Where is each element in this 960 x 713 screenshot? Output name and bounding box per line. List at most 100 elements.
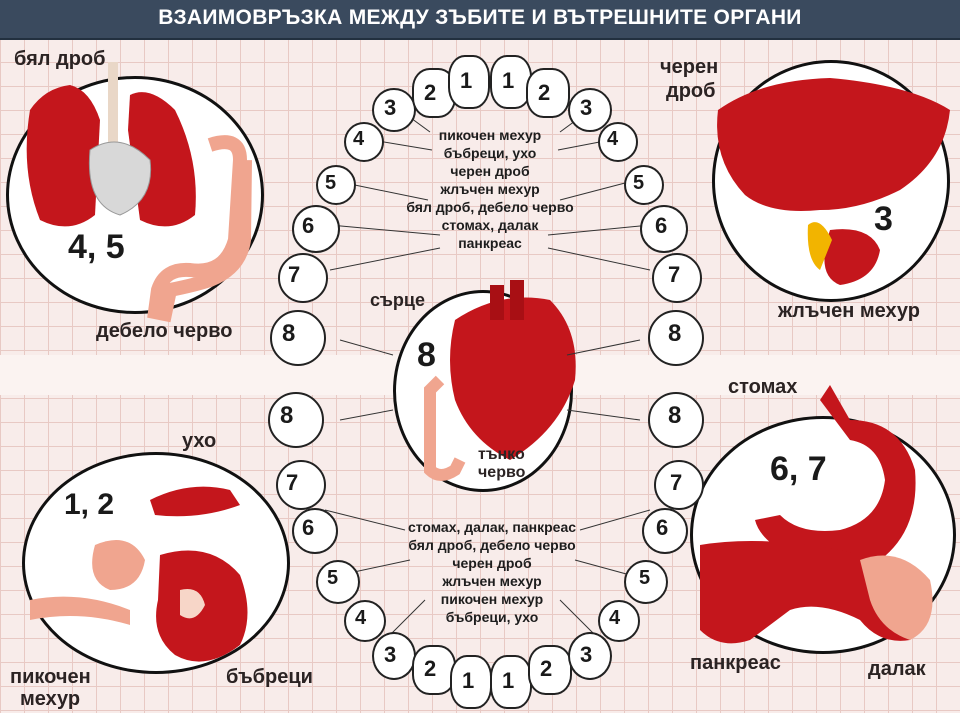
tooth-lower-right-6-num: 6	[656, 515, 669, 540]
tooth-upper-1-right-num: 1	[502, 68, 515, 93]
tooth-upper-right-7-num: 7	[668, 262, 681, 287]
bladder-label-line2: мехур	[20, 688, 81, 710]
tooth-upper-1-left-num: 1	[460, 68, 473, 93]
tooth-upper-2-right	[526, 68, 570, 118]
lung-numbers: 4, 5	[68, 228, 125, 266]
stomach-label: стомах	[728, 376, 798, 398]
stomach-numbers: 6, 7	[770, 450, 827, 488]
lower-list-item: бял дроб, дебело черво	[408, 537, 576, 553]
liver-illustration	[717, 78, 950, 285]
tooth-upper-1-right	[490, 55, 532, 109]
tooth-upper-1-left	[448, 55, 490, 109]
tooth-upper-left-6-num: 6	[302, 213, 315, 238]
liver-numbers: 3	[874, 200, 893, 238]
tooth-lower-left-6	[292, 508, 338, 554]
upper-list-item: черен дроб	[450, 163, 530, 179]
tooth-lower-left-8	[268, 392, 324, 448]
page-title: ВЗАИМОВРЪЗКА МЕЖДУ ЗЪБИТЕ И ВЪТРЕШНИТЕ О…	[158, 6, 802, 29]
heart-label: сърце	[370, 290, 425, 310]
upper-list-item: бял дроб, дебело черво	[406, 199, 574, 215]
pancreas-label: панкреас	[690, 652, 781, 674]
tooth-upper-left-5-num: 5	[325, 172, 337, 194]
small-intestine-label-line1: тънко	[478, 446, 525, 463]
tooth-upper-left-4-num: 4	[353, 128, 365, 150]
tooth-lower-right-6	[642, 508, 688, 554]
lung-illustration	[26, 62, 252, 323]
tooth-upper-2-right-num: 2	[538, 80, 551, 105]
tooth-lower-right-3	[568, 632, 612, 680]
lower-list-item: стомах, далак, панкреас	[407, 519, 577, 535]
tooth-upper-right-4	[598, 122, 638, 162]
tooth-lower-left-4	[344, 600, 386, 642]
colon-label: дебело черво	[96, 320, 233, 342]
tooth-lower-right-7-num: 7	[670, 470, 683, 495]
tooth-upper-right-5	[624, 165, 664, 205]
tooth-upper-right-6-num: 6	[655, 213, 668, 238]
small-intestine-label-line2: черво	[478, 464, 526, 481]
tooth-lower-left-7	[276, 460, 326, 510]
tooth-upper-left-6	[292, 205, 340, 253]
lung-label: бял дроб	[14, 48, 106, 70]
tooth-lower-right-8-num: 8	[668, 402, 682, 429]
tooth-upper-right-5-num: 5	[633, 172, 645, 194]
tooth-upper-left-7	[278, 253, 328, 303]
liver-label-line2: дроб	[666, 80, 716, 102]
tooth-lower-left-4-num: 4	[355, 607, 367, 629]
tooth-lower-right-5	[624, 560, 668, 604]
tooth-lower-1-right	[490, 655, 532, 709]
lower-list-item: жлъчен мехур	[442, 573, 542, 589]
tooth-upper-right-7	[652, 253, 702, 303]
lower-list-item: пикочен мехур	[440, 591, 544, 607]
tooth-upper-right-3	[568, 88, 612, 132]
tooth-lower-right-5-num: 5	[639, 567, 651, 589]
lower-organ-list: стомах, далак, панкреас бял дроб, дебело…	[372, 518, 612, 626]
tooth-upper-left-8	[270, 310, 326, 366]
tooth-lower-left-6-num: 6	[302, 515, 315, 540]
tooth-lower-1-left	[450, 655, 492, 709]
stomach-illustration	[700, 385, 933, 644]
tooth-lower-left-5-num: 5	[327, 567, 339, 589]
tooth-upper-right-6	[640, 205, 688, 253]
tooth-lower-2-right	[528, 645, 572, 695]
tooth-upper-right-3-num: 3	[580, 95, 593, 120]
tooth-lower-1-right-num: 1	[502, 668, 515, 693]
tooth-lower-1-left-num: 1	[462, 668, 475, 693]
tooth-lower-right-4-num: 4	[609, 607, 621, 629]
spleen-label: далак	[868, 658, 926, 680]
liver-label-line1: черен	[660, 56, 719, 78]
upper-list-item: жлъчен мехур	[440, 181, 540, 197]
upper-list-item: пикочен мехур	[438, 127, 542, 143]
tooth-upper-2-left-num: 2	[424, 80, 437, 105]
tooth-lower-right-4	[598, 600, 640, 642]
tooth-lower-left-5	[316, 560, 360, 604]
tooth-upper-right-4-num: 4	[607, 128, 619, 150]
lower-list-item: бъбреци, ухо	[445, 609, 539, 625]
tooth-lower-right-8	[648, 392, 704, 448]
lower-list-item: черен дроб	[452, 555, 532, 571]
tooth-lower-right-7	[654, 460, 704, 510]
tooth-lower-2-right-num: 2	[540, 656, 553, 681]
heart-illustration	[424, 280, 576, 481]
title-bar	[0, 0, 960, 40]
kidney-numbers: 1, 2	[64, 488, 115, 521]
tooth-lower-left-8-num: 8	[280, 402, 294, 429]
gallbladder-label: жлъчен мехур	[778, 300, 920, 322]
kidneys-label: бъбреци	[226, 666, 313, 688]
ear-label: ухо	[182, 430, 217, 452]
upper-list-item: стомах, далак	[441, 217, 539, 233]
tooth-upper-right-8	[648, 310, 704, 366]
tooth-lower-right-3-num: 3	[580, 642, 593, 667]
tooth-upper-left-4	[344, 122, 384, 162]
bladder-label-line1: пикочен	[10, 666, 91, 688]
tooth-upper-left-7-num: 7	[288, 262, 301, 287]
tooth-upper-left-8-num: 8	[282, 320, 296, 347]
tooth-lower-2-left-num: 2	[424, 656, 437, 681]
tooth-lower-left-7-num: 7	[286, 470, 299, 495]
tooth-upper-right-8-num: 8	[668, 320, 682, 347]
upper-list-item: панкреас	[458, 235, 522, 251]
upper-organ-list: пикочен мехур бъбреци, ухо черен дроб жл…	[370, 126, 610, 252]
upper-list-item: бъбреци, ухо	[443, 145, 537, 161]
tooth-upper-left-5	[316, 165, 356, 205]
tooth-lower-left-3-num: 3	[384, 642, 397, 667]
